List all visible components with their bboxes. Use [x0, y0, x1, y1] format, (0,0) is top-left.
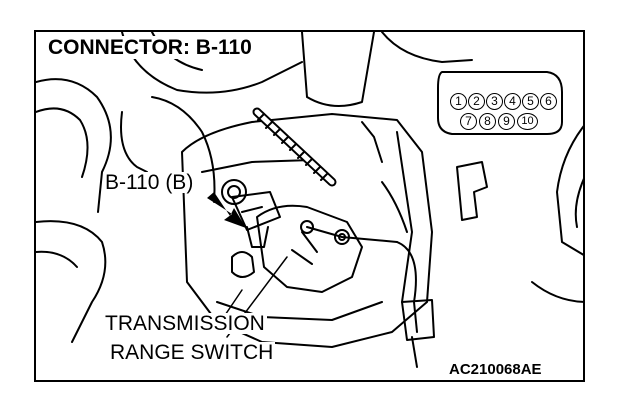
- connector-pin-8: 8: [479, 113, 496, 130]
- figure-code: AC210068AE: [449, 361, 542, 378]
- connector-pin-6: 6: [540, 93, 557, 110]
- range-switch-label-line1: TRANSMISSION: [103, 312, 267, 335]
- connector-pin-2: 2: [468, 93, 485, 110]
- connector-pin-10: 10: [517, 113, 538, 130]
- connector-pin-5: 5: [522, 93, 539, 110]
- connector-pin-1: 1: [450, 93, 467, 110]
- connector-pin-7: 7: [460, 113, 477, 130]
- diagram-frame: CONNECTOR: B-110 B-110 (B) TRANSMISSION …: [34, 30, 585, 382]
- connector-callout-label: B-110 (B): [103, 171, 196, 194]
- range-switch-label-line2: RANGE SWITCH: [108, 341, 276, 364]
- connector-pin-4: 4: [504, 93, 521, 110]
- connector-pin-3: 3: [486, 93, 503, 110]
- diagram-title: CONNECTOR: B-110: [44, 36, 256, 59]
- connector-pin-9: 9: [498, 113, 515, 130]
